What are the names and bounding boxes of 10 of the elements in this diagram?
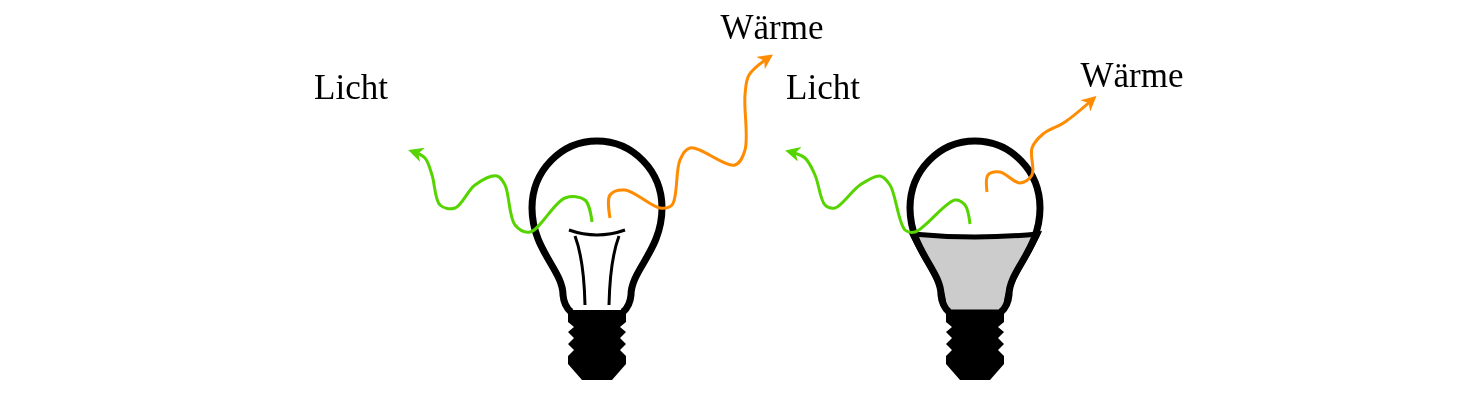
wavy-arrow bbox=[607, 54, 773, 219]
light-bulb-drawing bbox=[906, 137, 1044, 380]
wavy-arrow bbox=[985, 96, 1097, 193]
wavy-arrow bbox=[785, 147, 972, 234]
label: Licht bbox=[314, 68, 388, 108]
label: Licht bbox=[786, 68, 860, 108]
wavy-arrow bbox=[408, 147, 594, 234]
light-bulb-drawing bbox=[528, 137, 666, 380]
label: Wärme bbox=[720, 8, 824, 48]
label: Wärme bbox=[1080, 56, 1184, 96]
